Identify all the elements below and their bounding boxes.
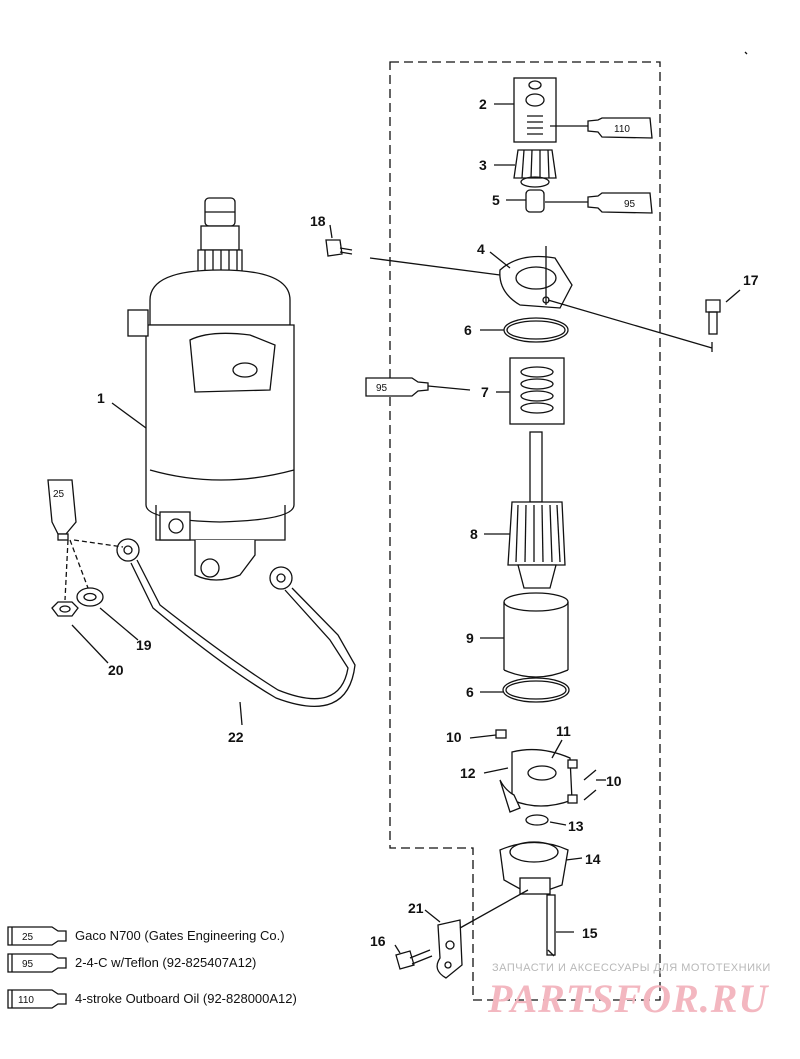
assembly-boundary xyxy=(389,61,661,1001)
bolt-18 xyxy=(325,239,501,276)
callout-4: 4 xyxy=(477,241,485,257)
end-cap xyxy=(499,246,573,309)
callout-5: 5 xyxy=(492,192,500,208)
tube-label-25: 25 xyxy=(53,489,65,500)
field-frame xyxy=(503,592,569,678)
callout-21: 21 xyxy=(408,900,424,916)
callout-15: 15 xyxy=(582,925,598,941)
legend-code-110: 110 xyxy=(18,995,34,1006)
callout-11: 11 xyxy=(556,723,571,739)
callout-9: 9 xyxy=(466,630,474,646)
callout-14: 14 xyxy=(585,851,601,867)
sealant-tube-25 xyxy=(47,479,77,541)
callout-2: 2 xyxy=(479,96,487,112)
callout-19: 19 xyxy=(136,637,152,653)
callout-17: 17 xyxy=(743,272,759,288)
grease-tube-95-left xyxy=(365,377,471,397)
bolt-16 xyxy=(395,949,433,970)
callout-12: 12 xyxy=(460,765,476,781)
armature xyxy=(507,431,566,589)
lockwasher-and-nut xyxy=(51,539,124,617)
through-bolt xyxy=(546,894,556,957)
callout-numbers: 1 2 3 5 4 18 17 6 7 8 9 6 10 11 12 10 13… xyxy=(97,96,759,949)
leader-lines xyxy=(71,103,741,954)
spring-retainer-kit xyxy=(513,77,557,143)
legend-code-95: 95 xyxy=(22,959,34,970)
legend-tubes xyxy=(7,926,67,1009)
legend-code-25: 25 xyxy=(22,932,34,943)
callout-10b: 10 xyxy=(606,773,622,789)
grease-tube-95-top xyxy=(545,192,653,214)
callout-3: 3 xyxy=(479,157,487,173)
callout-6b: 6 xyxy=(466,684,474,700)
tube-label-95-left: 95 xyxy=(376,383,388,394)
legend-text-110: 4-stroke Outboard Oil (92-828000A12) xyxy=(75,991,297,1006)
watermark-logo: PARTSFOR.RU xyxy=(488,976,769,1021)
bracket-21 xyxy=(436,889,529,979)
starter-motor xyxy=(127,197,295,581)
commutator-end-housing xyxy=(499,841,569,895)
callout-10a: 10 xyxy=(446,729,462,745)
callout-8: 8 xyxy=(470,526,478,542)
thrust-washers xyxy=(509,357,565,425)
washer-13 xyxy=(525,814,549,826)
callout-16: 16 xyxy=(370,933,386,949)
tube-label-95-top: 95 xyxy=(624,199,636,210)
callout-20: 20 xyxy=(108,662,124,678)
callout-6a: 6 xyxy=(464,322,472,338)
battery-cable xyxy=(116,538,356,707)
callout-1: 1 xyxy=(97,390,105,406)
callout-18: 18 xyxy=(310,213,326,229)
watermark-tagline: ЗАПЧАСТИ И АКСЕССУАРЫ ДЛЯ МОТОТЕХНИКИ xyxy=(492,962,771,974)
callout-7: 7 xyxy=(481,384,489,400)
bushing xyxy=(525,189,545,213)
callout-22: 22 xyxy=(228,729,244,745)
legend-text-25: Gaco N700 (Gates Engineering Co.) xyxy=(75,928,285,943)
brush-plate xyxy=(495,729,597,813)
callout-13: 13 xyxy=(568,818,584,834)
oil-tube-110 xyxy=(550,117,653,139)
o-ring-bottom xyxy=(502,677,570,703)
drive-pinion xyxy=(513,149,557,188)
tube-label-110: 110 xyxy=(614,124,630,135)
legend-text-95: 2-4-C w/Teflon (92-825407A12) xyxy=(75,955,257,970)
screw-17 xyxy=(547,299,721,352)
